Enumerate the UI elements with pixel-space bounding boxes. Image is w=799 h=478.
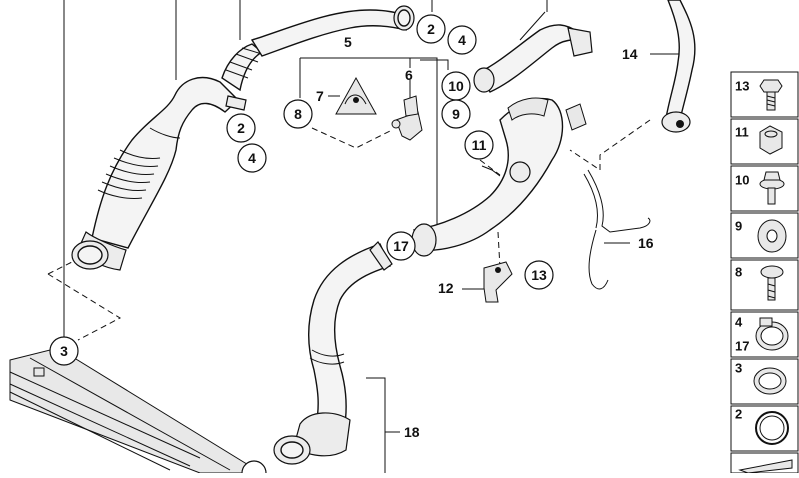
legend-label-13: 13	[735, 79, 749, 94]
callout-17: 17	[386, 231, 416, 261]
intercooler	[9, 347, 251, 474]
callout-11: 11	[464, 130, 494, 160]
callout-13: 13	[524, 260, 554, 290]
legend-label-11: 11	[735, 125, 749, 140]
rubber-grommet-icon	[757, 219, 787, 253]
svg-text:3: 3	[60, 343, 68, 359]
legend-label-3: 3	[735, 361, 742, 376]
callout-4-top: 4	[447, 25, 477, 55]
legend-label-17: 17	[735, 339, 749, 354]
sealing-ring-icon	[753, 367, 787, 395]
svg-text:9: 9	[452, 106, 460, 122]
warning-label-part	[335, 76, 377, 115]
svg-text:13: 13	[531, 267, 547, 283]
callout-2-top: 2	[416, 14, 446, 44]
svg-text:10: 10	[448, 78, 464, 94]
bracket-part	[391, 95, 423, 141]
hose-clamp-icon	[755, 317, 789, 351]
callout-4-left: 4	[237, 143, 267, 173]
leader-lines	[47, 0, 695, 473]
label-7: 7	[316, 88, 324, 104]
legend-panel: 13 11 10 9 8 4 17 3 2	[730, 71, 799, 474]
legend-label-2: 2	[735, 407, 742, 422]
label-18: 18	[404, 424, 420, 440]
hex-bolt-icon	[759, 79, 783, 111]
label-12: 12	[438, 280, 454, 296]
legend-label-9: 9	[735, 219, 742, 234]
callout-8: 8	[283, 99, 313, 129]
vent-pipe-16	[583, 169, 651, 290]
legend-label-8: 8	[735, 265, 742, 280]
charge-air-hose-lower	[273, 241, 393, 465]
svg-text:11: 11	[472, 137, 487, 153]
svg-text:17: 17	[393, 238, 409, 254]
charge-air-hose-upper-left	[71, 5, 415, 271]
legend-label-4: 4	[735, 315, 743, 330]
svg-text:2: 2	[237, 120, 245, 136]
torx-screw-icon	[760, 265, 784, 301]
charge-pipe	[411, 97, 587, 257]
bracket-12	[483, 261, 513, 303]
label-16: 16	[638, 235, 654, 251]
callout-10: 10	[441, 71, 471, 101]
collar-bolt-icon	[759, 171, 785, 205]
label-6: 6	[405, 67, 413, 83]
label-5: 5	[344, 34, 352, 50]
svg-text:8: 8	[294, 106, 302, 122]
charge-air-hose-upper-right	[473, 0, 696, 133]
hex-nut-icon	[759, 125, 783, 155]
svg-text:2: 2	[427, 21, 435, 37]
legend-label-10: 10	[735, 173, 749, 188]
callout-3: 3	[49, 336, 79, 366]
label-14: 14	[622, 46, 638, 62]
wedge-shim-icon	[738, 459, 793, 474]
svg-text:4: 4	[248, 150, 256, 166]
callout-9: 9	[441, 99, 471, 129]
callout-2-left: 2	[226, 113, 256, 143]
o-ring-icon	[755, 411, 789, 445]
svg-text:4: 4	[458, 32, 466, 48]
